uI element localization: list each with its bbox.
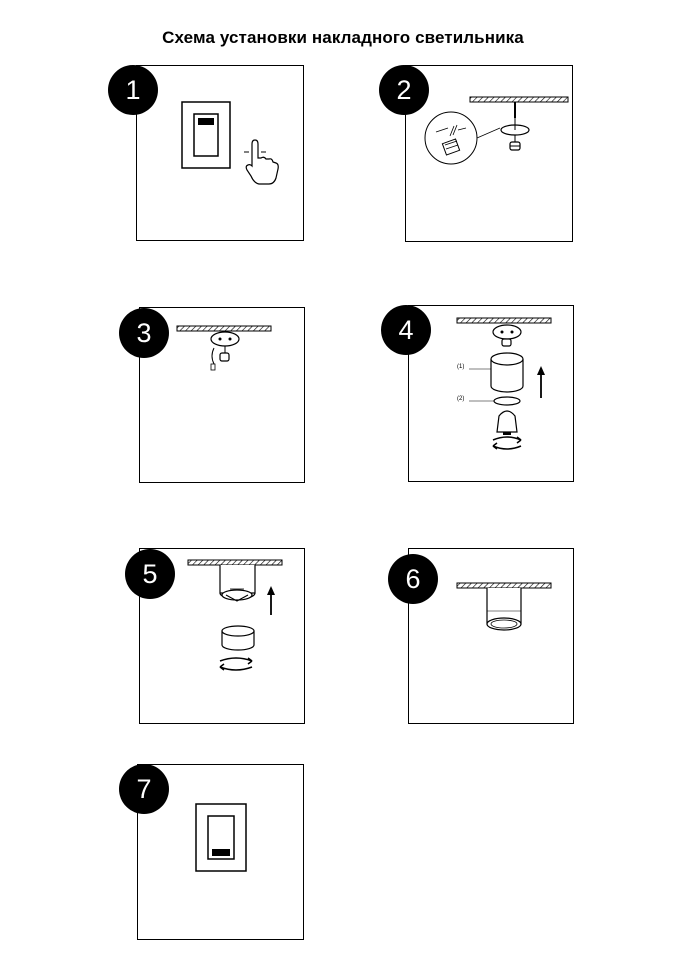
step-4-badge: 4 bbox=[381, 305, 431, 355]
step-6-panel bbox=[408, 548, 574, 724]
installed-fixture-illustration bbox=[456, 582, 552, 631]
switch-off-illustration bbox=[181, 101, 279, 185]
assembly-illustration bbox=[456, 317, 552, 450]
step-1-panel bbox=[136, 65, 304, 241]
switch-on-illustration bbox=[195, 803, 247, 872]
step-4-panel: (1) (2) bbox=[408, 305, 574, 482]
step-7-badge: 7 bbox=[119, 764, 169, 814]
part-label-1: (1) bbox=[457, 364, 465, 370]
step-5-badge: 5 bbox=[125, 549, 175, 599]
step-6-badge: 6 bbox=[388, 554, 438, 604]
step-5-panel bbox=[139, 548, 305, 724]
part-label-2: (2) bbox=[457, 396, 465, 402]
step-2-badge: 2 bbox=[379, 65, 429, 115]
install-housing-illustration bbox=[187, 559, 283, 671]
step-3-badge: 3 bbox=[119, 308, 169, 358]
step-1-badge: 1 bbox=[108, 65, 158, 115]
mount-base-illustration bbox=[176, 325, 272, 371]
step-2-panel bbox=[405, 65, 573, 242]
page-title: Схема установки накладного светильника bbox=[162, 28, 524, 47]
wiring-illustration bbox=[424, 96, 569, 165]
